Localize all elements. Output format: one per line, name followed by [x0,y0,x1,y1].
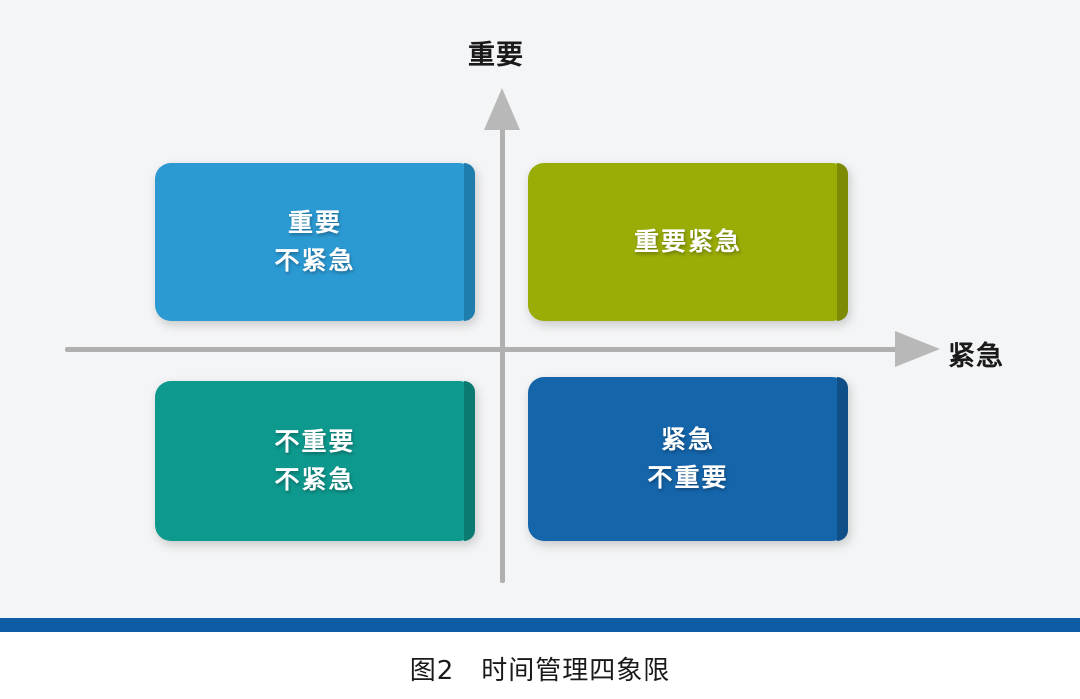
quadrant-label-line1: 不重要 [274,427,356,456]
quadrant-label-line1: 重要紧急 [633,227,742,256]
figure-caption: 图2 时间管理四象限 [409,656,671,686]
quadrant-bevel [464,381,475,541]
quadrant-urgent-not-important[interactable]: 紧急 不重要 [528,377,848,541]
quadrant-bevel [464,163,475,321]
section-divider-bar [0,618,1080,632]
quadrant-label-line1: 紧急 [660,425,715,454]
arrow-up-icon [484,88,520,130]
vertical-axis-label: 重要 [468,40,524,71]
quadrant-label-line1: 重要 [287,208,342,237]
quadrant-important-not-urgent[interactable]: 重要 不紧急 [155,163,475,321]
quadrant-label-line2: 不紧急 [274,246,356,275]
quadrant-label-line2: 不重要 [647,463,729,492]
time-management-matrix-figure: 重要 紧急 重要 不紧急 重要紧急 不重要 不紧急 紧急 不重要 [0,0,1080,618]
quadrant-not-important-not-urgent[interactable]: 不重要 不紧急 [155,381,475,541]
arrow-right-icon [895,331,940,367]
quadrant-bevel [837,163,848,321]
horizontal-axis-label: 紧急 [948,341,1004,372]
quadrant-label-line2: 不紧急 [274,465,356,494]
quadrant-important-urgent[interactable]: 重要紧急 [528,163,848,321]
vertical-axis-line [500,120,505,583]
quadrant-bevel [837,377,848,541]
horizontal-axis-line [65,347,901,352]
